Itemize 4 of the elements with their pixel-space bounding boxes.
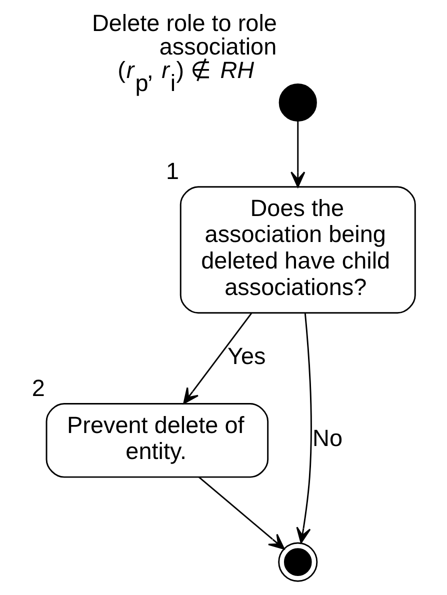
- edge-label: Yes: [228, 342, 266, 369]
- node-label: 2: [32, 375, 45, 402]
- node-label: 1: [166, 158, 180, 184]
- edge-label: No: [312, 424, 343, 451]
